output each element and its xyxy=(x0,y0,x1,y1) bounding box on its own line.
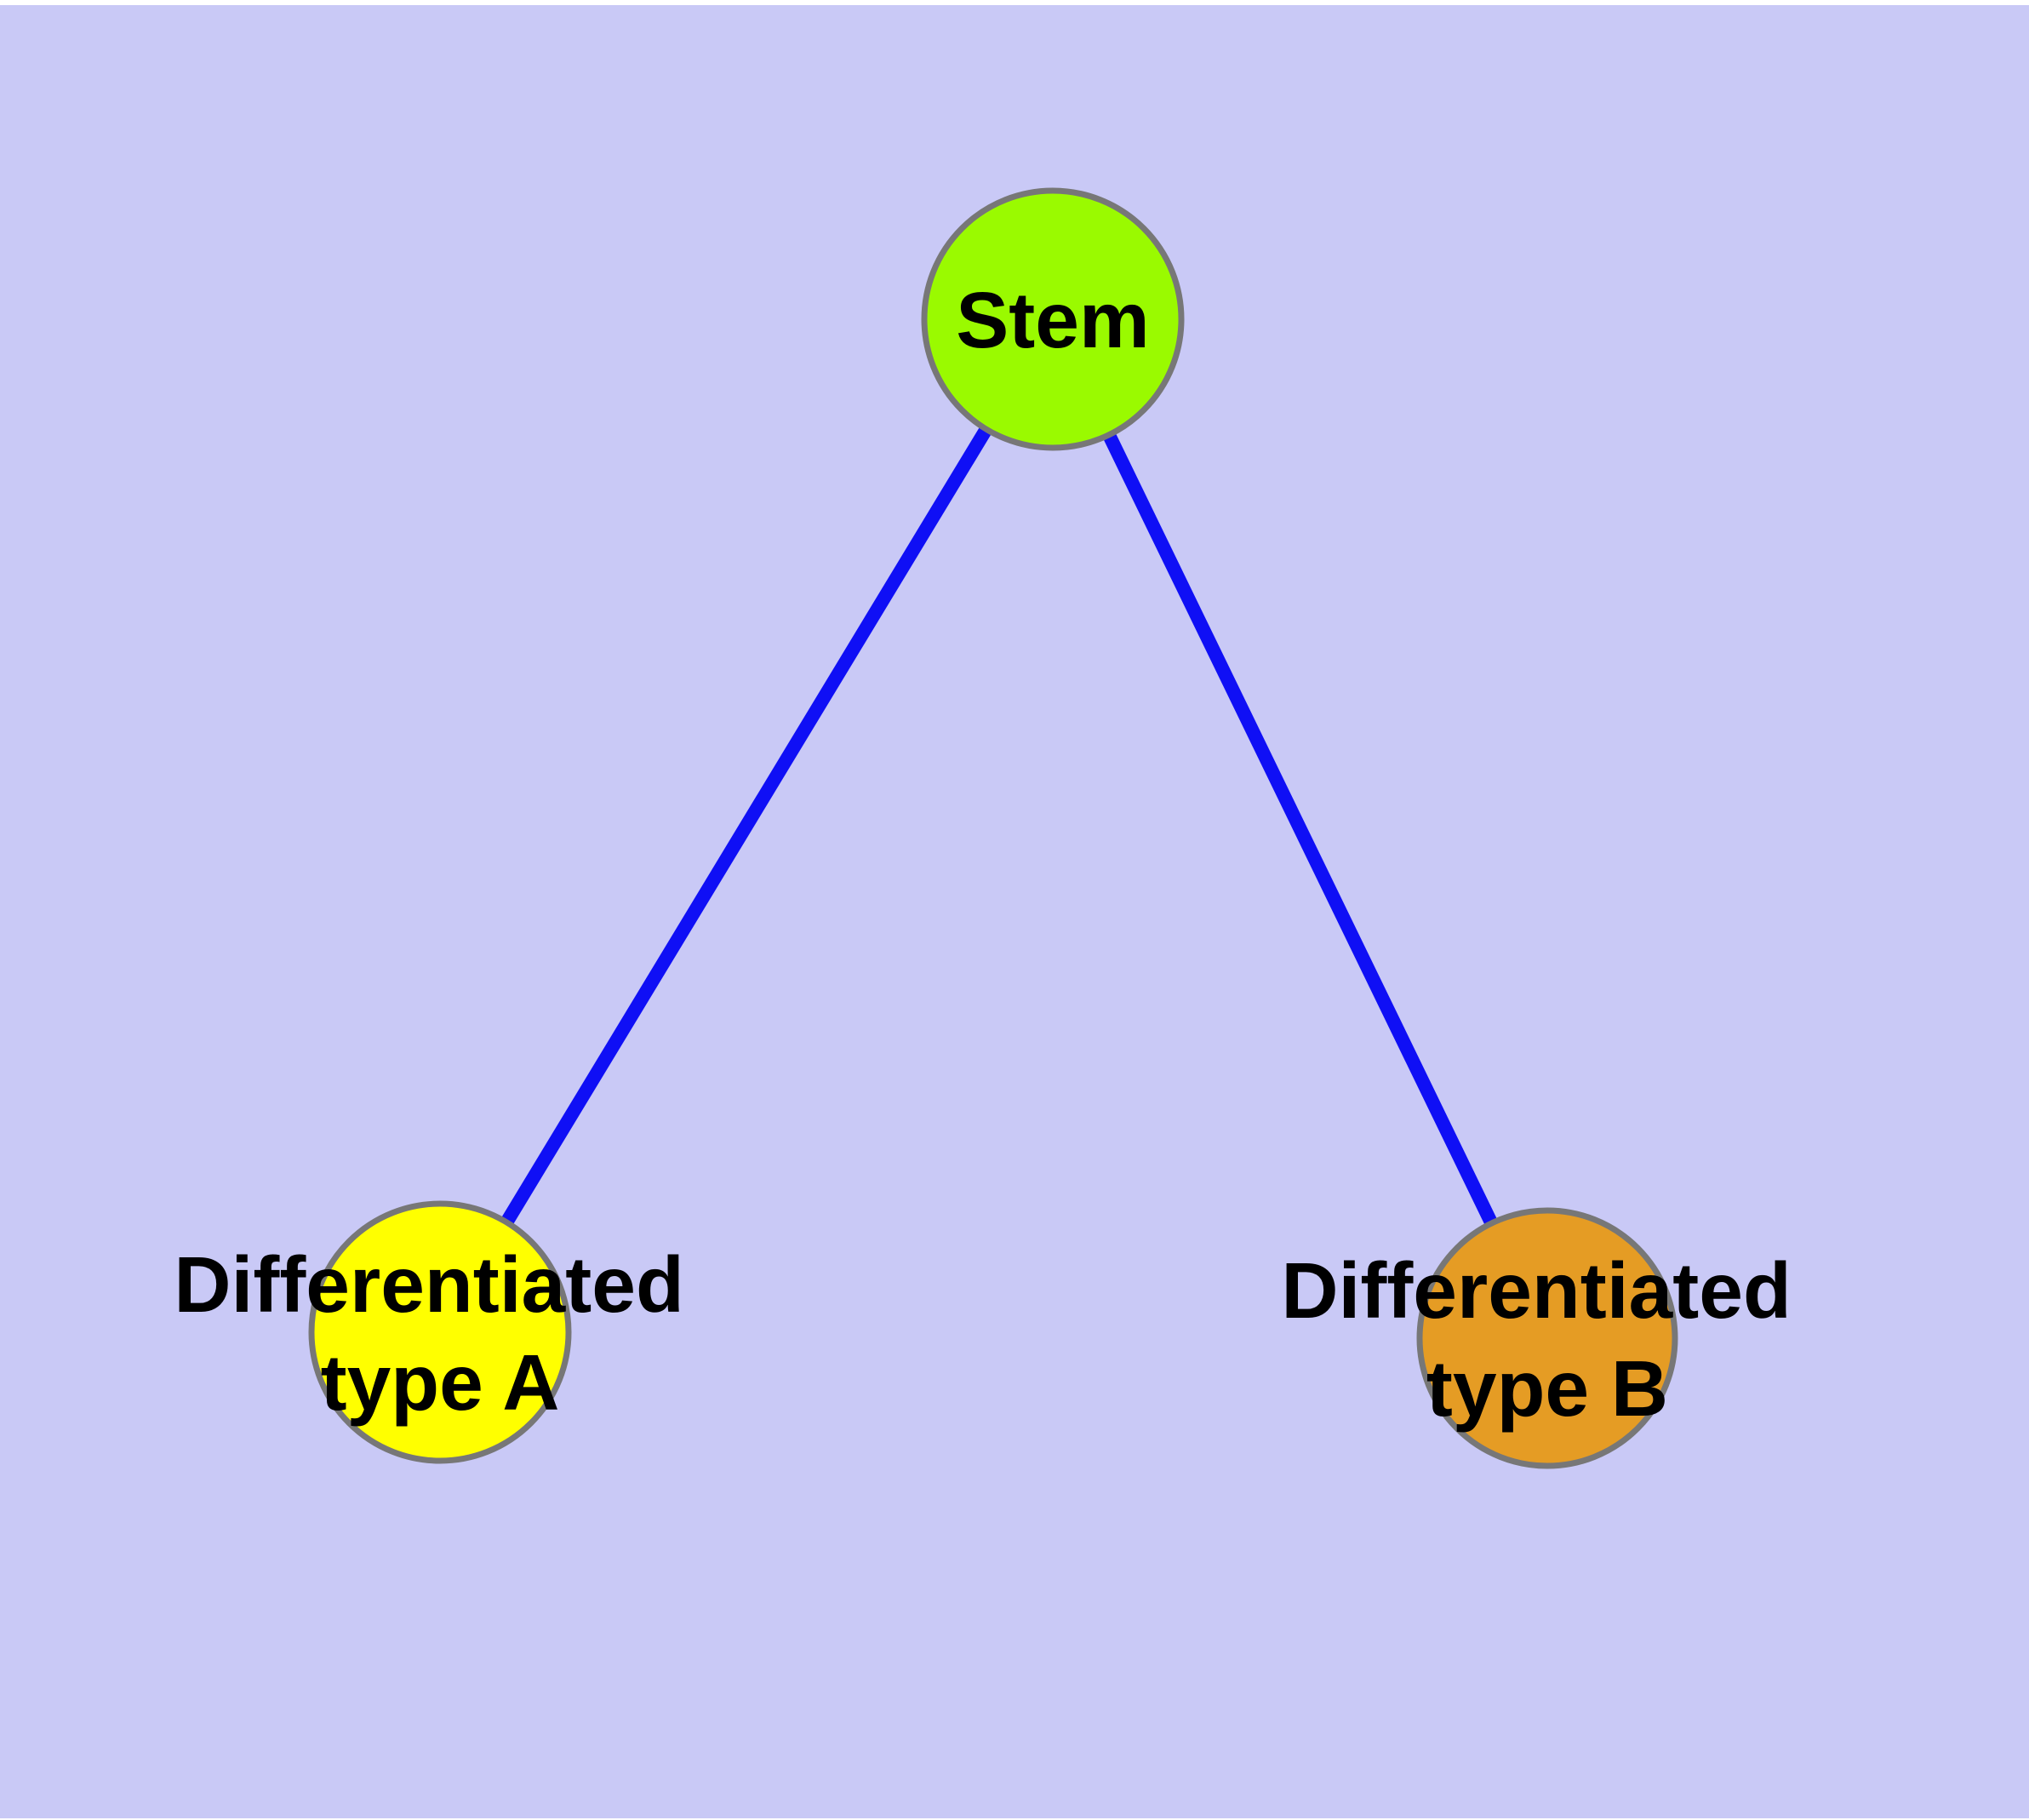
node-type-b: Differentiated type B xyxy=(1281,1207,1813,1469)
node-type-a-label: Differentiated type A xyxy=(174,1240,706,1427)
node-stem: Stem xyxy=(921,187,1185,451)
node-type-a: Differentiated type A xyxy=(174,1200,706,1464)
node-stem-label: Stem xyxy=(956,276,1149,364)
node-stem-circle xyxy=(921,187,1185,451)
node-type-a-label-line2: type A xyxy=(321,1338,560,1427)
node-type-a-label-line1: Differentiated xyxy=(174,1240,683,1329)
node-type-b-label-line2: type B xyxy=(1426,1344,1668,1433)
edge-stem-to-type-b xyxy=(1046,316,1554,1342)
node-type-b-circle xyxy=(1416,1207,1678,1469)
node-type-b-label-line1: Differentiated xyxy=(1281,1246,1791,1335)
node-type-a-circle xyxy=(308,1200,572,1464)
edge-stem-to-type-a xyxy=(434,315,1059,1336)
node-type-b-label: Differentiated type B xyxy=(1281,1246,1813,1433)
